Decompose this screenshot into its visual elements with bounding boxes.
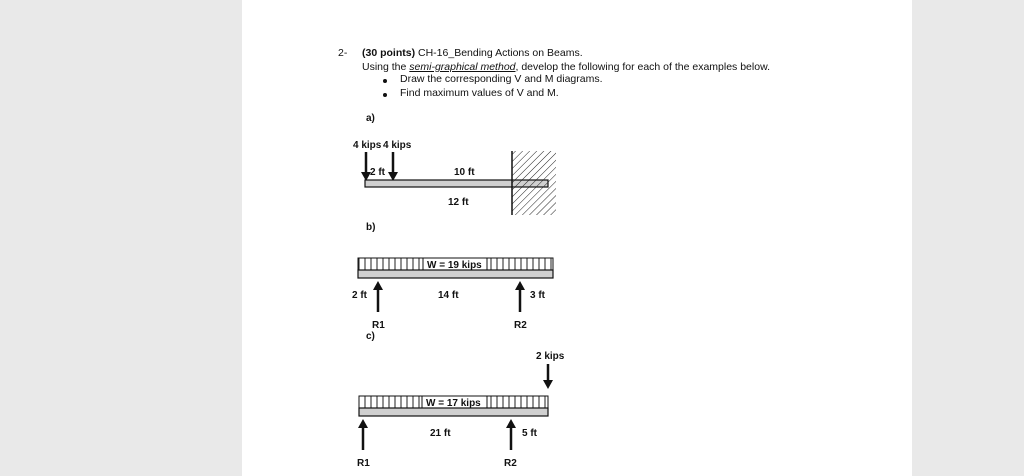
- problem-intro: Using the semi-graphical method, develop…: [362, 61, 770, 73]
- worksheet-page: 2- (30 points) CH-16_Bending Actions on …: [242, 0, 912, 476]
- beam-diagrams: 4 kips 4 kips 2 ft 10 ft 12 ft W = 19 ki…: [352, 140, 565, 469]
- simple-beam: [357, 269, 554, 279]
- arrowhead: [361, 172, 371, 181]
- example-a-diagram: 4 kips 4 kips 2 ft 10 ft 12 ft: [353, 140, 556, 215]
- example-b-label: b): [366, 222, 376, 233]
- arrowhead: [515, 281, 525, 290]
- dimension-label: 10 ft: [454, 167, 475, 178]
- dimension-label: 2 ft: [352, 290, 368, 301]
- intro-prefix: Using the: [362, 61, 410, 73]
- load-label: 4 kips: [383, 140, 412, 151]
- dimension-label: 21 ft: [430, 428, 451, 439]
- load-label: 4 kips: [353, 140, 382, 151]
- dimension-label: 12 ft: [448, 197, 469, 208]
- arrowhead: [506, 419, 516, 428]
- example-b-diagram: W = 19 kips 2 ft 14 ft 3 ft R1 R2: [352, 257, 554, 331]
- point-load-label: 2 kips: [536, 351, 565, 362]
- method-name: semi-graphical method: [409, 61, 516, 73]
- example-a-label: a): [366, 113, 375, 124]
- bullet-item: Find maximum values of V and M.: [400, 87, 559, 99]
- dimension-label: 2 ft: [370, 167, 386, 178]
- bullet-item: Draw the corresponding V and M diagrams.: [400, 73, 603, 85]
- example-c-diagram: 2 kips W = 17 kips 21 ft 5 ft R1 R2: [357, 351, 565, 469]
- problem-points: (30 points): [362, 47, 416, 59]
- arrowhead: [388, 172, 398, 181]
- problem-number: 2-: [338, 47, 348, 59]
- reaction-label: R1: [357, 458, 370, 469]
- distributed-load-label: W = 17 kips: [426, 398, 481, 409]
- bullet-dot: [383, 79, 387, 83]
- distributed-load-label: W = 19 kips: [427, 260, 482, 271]
- arrowhead: [543, 380, 553, 389]
- reaction-label: R2: [514, 320, 527, 331]
- problem-title: CH-16_Bending Actions on Beams.: [418, 47, 583, 59]
- reaction-label: R2: [504, 458, 517, 469]
- dimension-label: 3 ft: [530, 290, 546, 301]
- arrowhead: [358, 419, 368, 428]
- example-c-label: c): [366, 331, 375, 342]
- reaction-label: R1: [372, 320, 385, 331]
- overhang-beam: [358, 407, 549, 417]
- fixed-wall-support: [512, 151, 556, 215]
- dimension-label: 14 ft: [438, 290, 459, 301]
- arrowhead: [373, 281, 383, 290]
- intro-suffix: , develop the following for each of the …: [515, 61, 771, 73]
- problem-header: (30 points) CH-16_Bending Actions on Bea…: [362, 47, 583, 59]
- dimension-label: 5 ft: [522, 428, 538, 439]
- bullet-dot: [383, 93, 387, 97]
